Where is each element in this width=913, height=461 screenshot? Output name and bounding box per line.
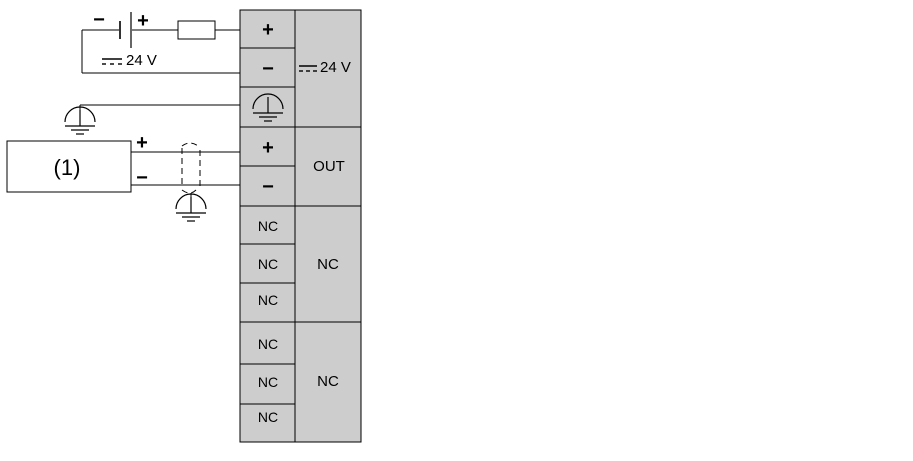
group-label-nc-1: NC [317,256,339,273]
device-plus-label: + [136,132,148,154]
supply-voltage-label: 24 V [126,52,157,69]
terminal-column [239,9,296,443]
group-nc-1 [294,205,362,323]
terminal-minus-supply [239,47,296,88]
power-supply-wiring [81,29,240,74]
terminal-label-minus-supply: − [262,58,274,80]
earth-icon [64,106,96,135]
shield-earth-icon [175,193,207,222]
group-column [294,9,362,443]
terminal-nc-5 [239,363,296,405]
terminal-label-nc-4: NC [258,336,278,352]
group-label-out: OUT [313,158,345,175]
terminal-label-nc-2: NC [258,256,278,272]
terminal-label-nc-1: NC [258,218,278,234]
device-minus-label: − [136,167,148,189]
terminal-nc-3 [239,282,296,323]
device-box [6,140,132,193]
earth-wiring [79,104,240,113]
fuse-icon [177,20,216,40]
terminal-label-plus-supply: + [262,19,274,41]
terminal-label-nc-5: NC [258,374,278,390]
supply-minus-label: − [93,9,105,31]
device-label: (1) [54,155,81,180]
supply-plus-label: + [137,10,149,32]
terminal-label-plus-out: + [262,137,274,159]
group-nc-2 [294,321,362,443]
group-label-nc-2: NC [317,373,339,390]
output-wiring [131,151,240,186]
terminal-nc-1 [239,205,296,245]
terminal-label-nc-3: NC [258,292,278,308]
terminal-plus-supply [239,9,296,49]
terminal-label-nc-6: NC [258,409,278,425]
group-label-24v: 24 V [320,59,351,76]
supply-dc-symbol-icon [102,58,122,65]
dc-symbol-icon [299,65,317,72]
battery-icon [119,12,132,48]
group-24v [294,9,362,128]
cable-shield-icon [181,142,201,194]
terminal-label-minus-out: − [262,176,274,198]
